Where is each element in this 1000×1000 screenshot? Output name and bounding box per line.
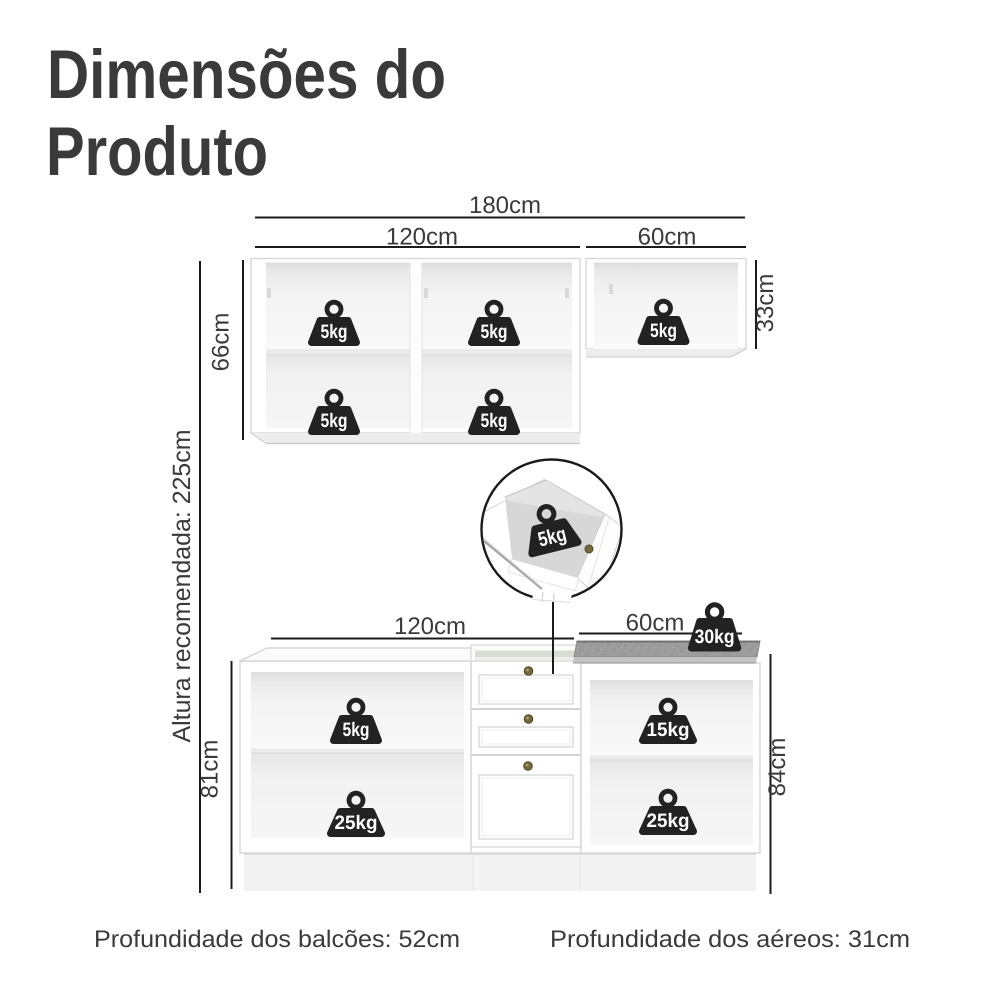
svg-text:84cm: 84cm — [764, 738, 791, 797]
svg-text:25kg: 25kg — [647, 810, 690, 832]
svg-text:66cm: 66cm — [208, 313, 235, 372]
svg-text:180cm: 180cm — [469, 192, 541, 219]
svg-text:120cm: 120cm — [394, 613, 466, 640]
svg-text:30kg: 30kg — [695, 626, 735, 648]
svg-text:5kg: 5kg — [343, 719, 370, 741]
svg-text:Dimensões do: Dimensões do — [47, 36, 446, 113]
svg-text:5kg: 5kg — [481, 410, 508, 432]
svg-text:33cm: 33cm — [752, 274, 779, 333]
svg-text:5kg: 5kg — [650, 320, 677, 342]
svg-text:5kg: 5kg — [481, 321, 508, 343]
svg-text:120cm: 120cm — [386, 224, 458, 251]
svg-text:15kg: 15kg — [647, 719, 690, 741]
svg-text:60cm: 60cm — [626, 610, 685, 637]
svg-text:Profundidade dos aéreos: 31cm: Profundidade dos aéreos: 31cm — [550, 926, 910, 953]
svg-text:25kg: 25kg — [335, 812, 378, 834]
svg-text:81cm: 81cm — [197, 740, 224, 799]
svg-text:5kg: 5kg — [321, 321, 348, 343]
svg-text:5kg: 5kg — [321, 410, 348, 432]
svg-text:Profundidade dos balcões: 52cm: Profundidade dos balcões: 52cm — [94, 926, 460, 953]
svg-text:Produto: Produto — [46, 113, 268, 190]
svg-text:60cm: 60cm — [638, 224, 697, 251]
svg-text:Altura recomendada: 225cm: Altura recomendada: 225cm — [168, 430, 196, 743]
